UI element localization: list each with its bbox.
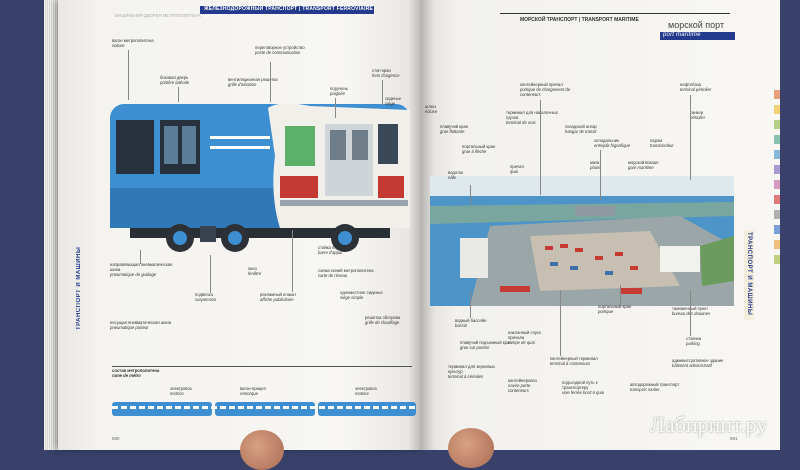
left-page-number: 590 [112, 436, 120, 441]
page-title-fr: port maritime [660, 32, 735, 40]
suspension [200, 226, 216, 242]
leader-line [540, 100, 541, 195]
thumb-left [240, 430, 284, 470]
leader-line [382, 80, 383, 105]
train-car-motor [318, 402, 416, 416]
maritime-station [660, 246, 700, 272]
leader-line [140, 250, 141, 264]
train-car-trailer [215, 402, 315, 416]
leader-line [600, 150, 601, 200]
left-header-bar: ЖЕЛЕЗНОДОРОЖНЫЙ ТРАНСПОРТ | TRANSPORT FE… [200, 6, 374, 14]
right-side-tab-bg [744, 230, 754, 320]
page-edges [44, 0, 62, 450]
leader-line [178, 87, 179, 102]
book-gutter [408, 0, 434, 450]
seaport-illustration [430, 176, 734, 306]
leader-line [470, 185, 471, 205]
left-header-ru: ЖЕЛЕЗНОДОРОЖНЫЙ ТРАНСПОРТ [204, 6, 298, 12]
seat [280, 176, 318, 198]
bulk-terminal [575, 206, 615, 216]
right-page-number: 591 [730, 436, 738, 441]
right-header: МОРСКОЙ ТРАНСПОРТ | TRANSPORT MARITIME [520, 17, 639, 23]
leader-line [690, 290, 691, 336]
train-windows [112, 406, 416, 409]
leader-line [470, 290, 471, 318]
left-side-tab: ТРАНСПОРТ И МАШИНЫ [76, 246, 82, 330]
container-ship [500, 286, 530, 292]
leader-line [128, 50, 129, 100]
interior-window [378, 124, 398, 164]
leader-line [210, 255, 211, 293]
section-rule [112, 366, 412, 367]
left-subheader: МАШИНЕНИЯ ДВОРЕЯ МЕТРОПОЛИТЕНА [115, 13, 201, 18]
page-title: морской порт [668, 20, 725, 30]
car-window [116, 120, 154, 174]
left-header-fr: TRANSPORT FERROVIAIRE [302, 6, 374, 12]
thumb-right [448, 428, 494, 468]
metro-car-illustration [110, 103, 410, 252]
grain-terminal [460, 238, 488, 278]
leader-line [560, 290, 561, 356]
leader-line [270, 62, 271, 102]
park-area [700, 236, 734, 286]
leader-line [620, 285, 621, 305]
train-car-motor [112, 402, 212, 416]
watermark: Лабиринт.ру [650, 412, 768, 437]
leader-line [335, 98, 336, 118]
advertising-poster [285, 126, 315, 166]
right-side-tab: ТРАНСПОРТ И МАШИНЫ [746, 232, 752, 316]
right-header-rule [500, 13, 730, 14]
leader-line [690, 95, 691, 180]
leader-line [292, 230, 293, 292]
section-color-tabs [774, 90, 780, 270]
